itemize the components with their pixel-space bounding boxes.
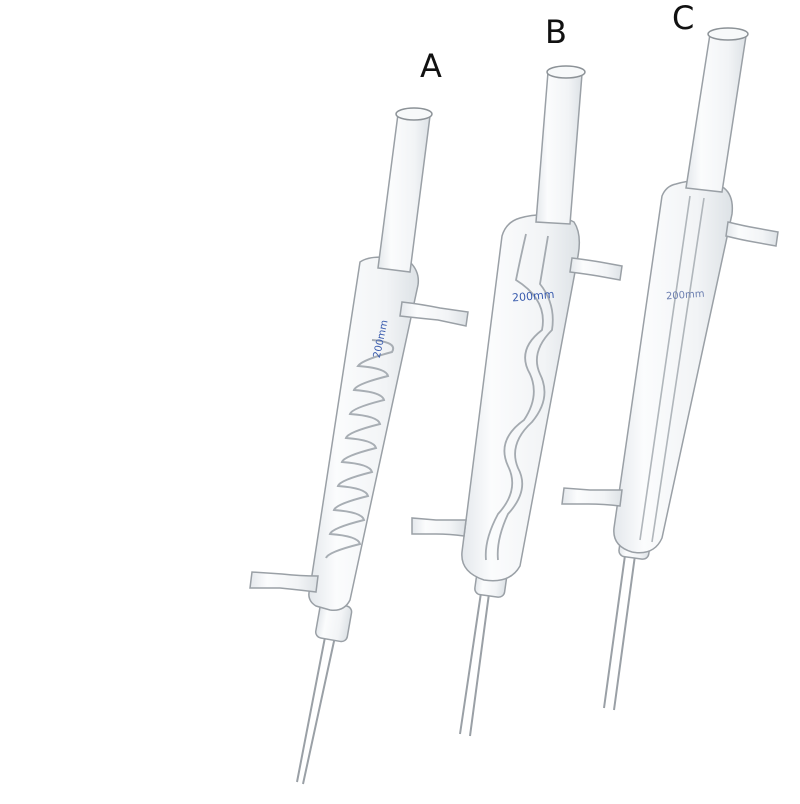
top-tube-b [535, 71, 583, 225]
label-b: B [545, 13, 567, 51]
drip-tube-a [296, 631, 337, 785]
upper-side-arm-b [569, 257, 623, 281]
lower-side-arm-a [249, 571, 319, 593]
top-tube-a [377, 113, 431, 273]
lower-side-arm-b [411, 517, 467, 537]
inner-tube-c [639, 195, 705, 543]
outer-jacket-c [613, 180, 734, 554]
condenser-a: 200mm [249, 107, 469, 785]
marking-c: 200mm [666, 289, 705, 303]
label-c: C [672, 0, 695, 37]
upper-side-arm-c [725, 221, 779, 247]
upper-side-arm-a [399, 301, 469, 327]
condenser-b: 200mm [411, 65, 623, 737]
inner-coil-a [325, 339, 394, 559]
drip-tube-c [603, 547, 637, 711]
top-tube-c [685, 33, 747, 193]
outer-jacket-b [461, 214, 581, 582]
lower-side-arm-c [561, 487, 623, 507]
label-a: A [420, 47, 442, 85]
top-opening-b [546, 65, 586, 79]
drip-tube-b [459, 585, 491, 737]
marking-b: 200mm [512, 288, 555, 305]
inner-bulb-tube-b [484, 233, 554, 561]
top-opening-a [395, 107, 433, 121]
top-opening-c [707, 27, 749, 41]
condenser-c: 200mm [561, 27, 779, 711]
